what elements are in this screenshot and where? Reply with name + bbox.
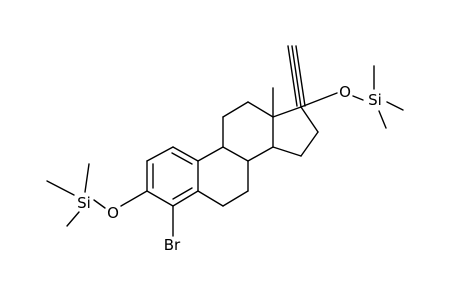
bond-a3 (172, 190, 199, 207)
bond-ethynyl-2 (287, 45, 298, 107)
bond-a4 (146, 190, 174, 207)
bond-d3 (300, 131, 319, 157)
bond-a6 (146, 146, 174, 162)
atom-labels: Si O Br O Si (77, 83, 382, 254)
bond-si-left-me3 (66, 211, 80, 227)
bond-a1 (172, 146, 199, 162)
atom-si-left: Si (77, 194, 91, 212)
bond-c17-o (300, 92, 338, 108)
bond-ethynyl-3 (295, 45, 306, 107)
atom-si-right: Si (368, 91, 382, 109)
bond-d1 (272, 106, 302, 118)
bond-si-right-me2 (386, 101, 404, 111)
bond-si-left-me2 (46, 180, 75, 196)
bond-d2 (300, 106, 319, 133)
atom-br: Br (164, 236, 181, 254)
bond-c3 (247, 101, 274, 118)
bond-a-double-1 (171, 152, 193, 165)
bond-si-left-me1 (84, 163, 90, 193)
atom-o-left: O (107, 204, 119, 222)
bond-b1 (197, 146, 224, 162)
bond-c5 (247, 146, 274, 162)
bond-b4 (222, 190, 249, 207)
bond-c3-o (120, 190, 148, 207)
bond-o-si-right (352, 95, 364, 101)
bonds (46, 45, 404, 237)
bond-b2 (222, 146, 249, 162)
bond-o-si-left (93, 199, 106, 209)
bond-si-right-me3 (378, 110, 387, 129)
bond-d4 (272, 146, 302, 157)
bond-b5 (197, 190, 224, 207)
bond-c2 (222, 101, 249, 118)
atom-o-right: O (339, 83, 351, 101)
bond-a-double-2 (172, 187, 193, 200)
bond-ethynyl-1 (291, 45, 302, 108)
